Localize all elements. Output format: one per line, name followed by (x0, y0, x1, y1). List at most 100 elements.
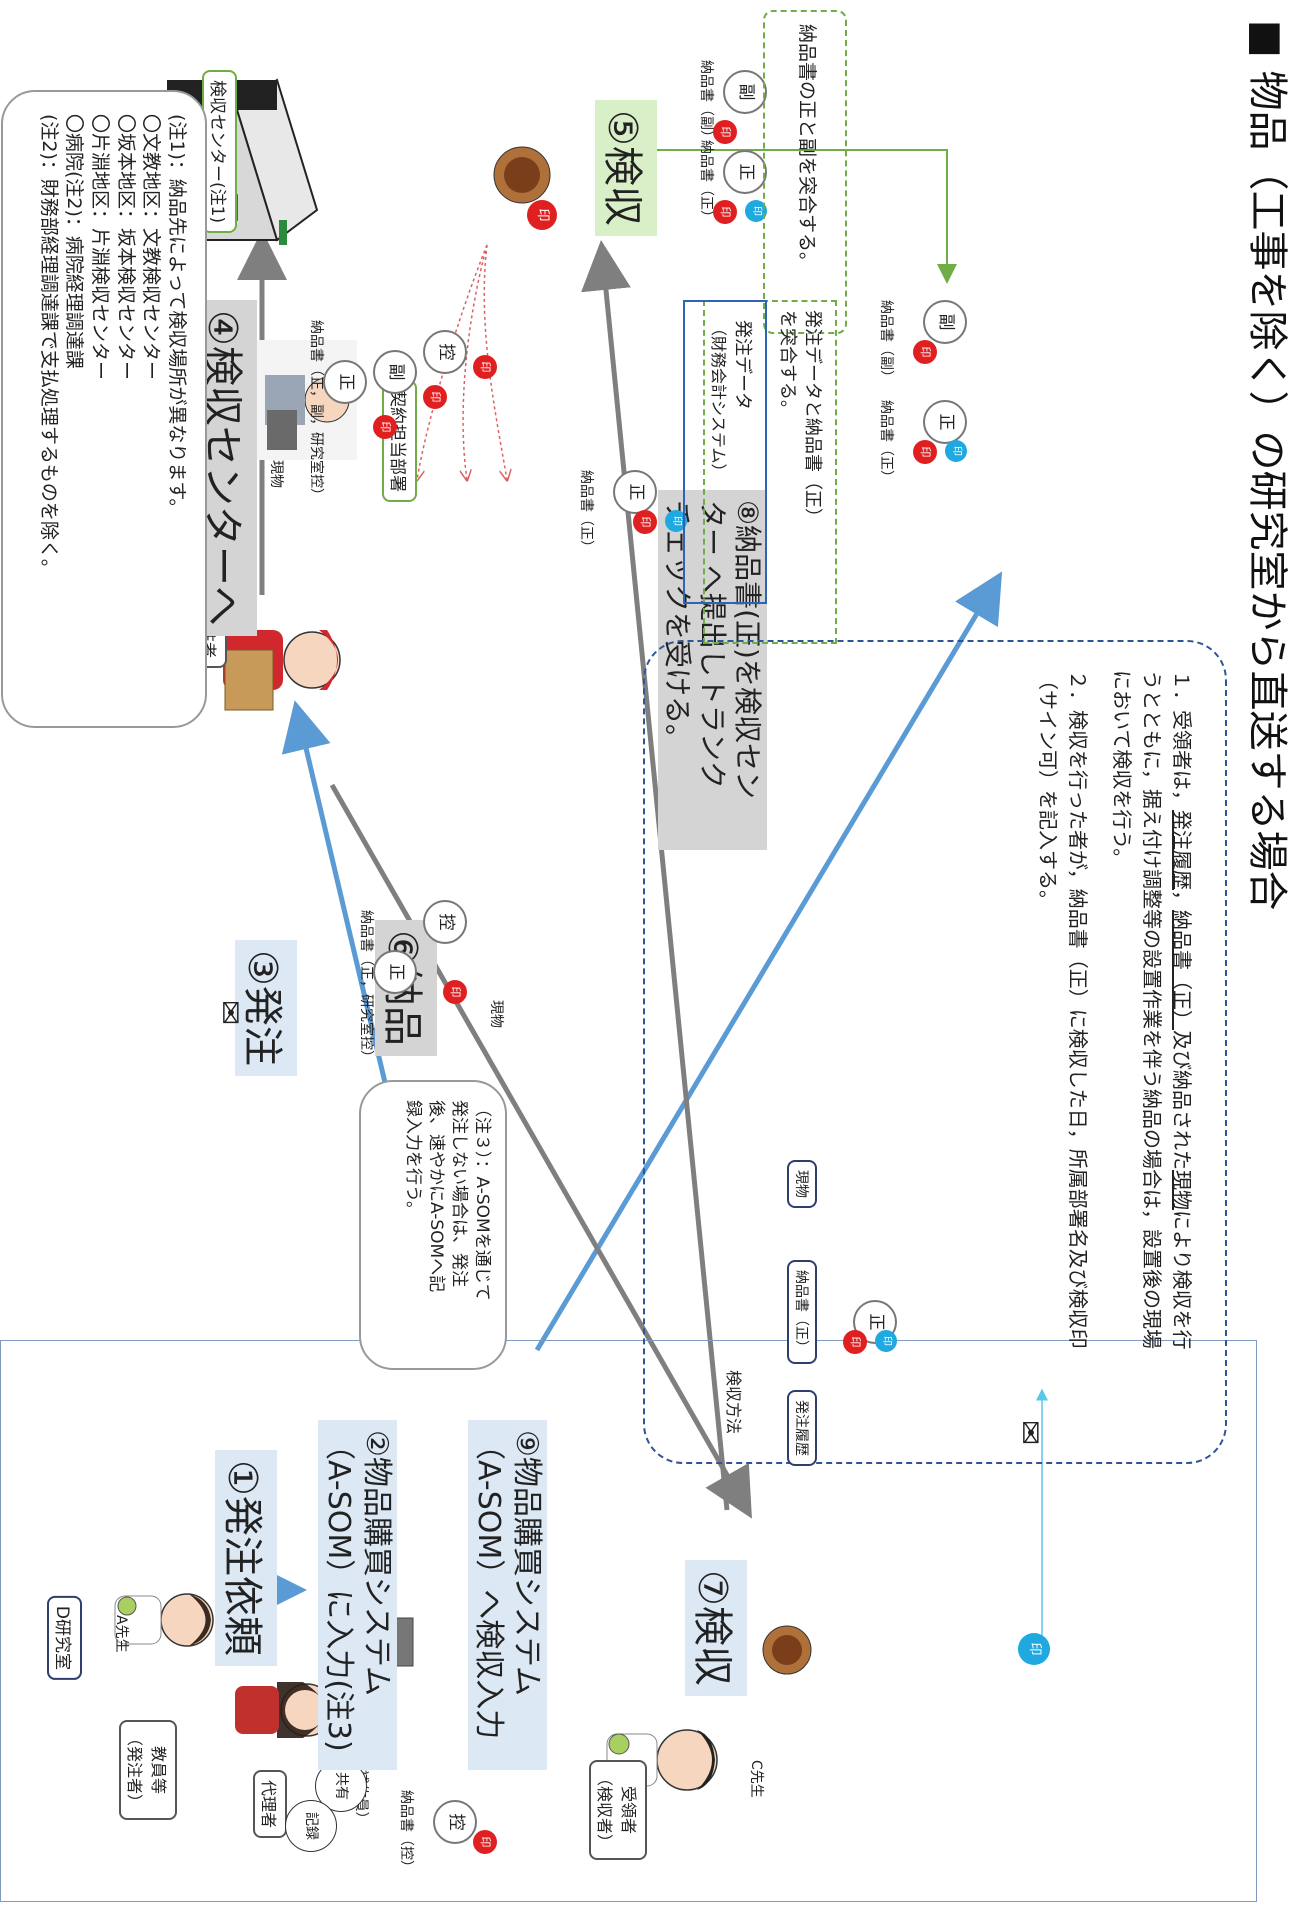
method-tag-item: 現物 (787, 1160, 817, 1208)
step-9-label: ⑨物品購買システム （A-SOM）へ検収入力 (468, 1420, 547, 1770)
doc-item-2: 現物 (488, 1000, 504, 1028)
mark-copy-3: 副 (923, 300, 967, 344)
vendor-figure (207, 595, 357, 725)
method-p1-mid1: ， (1170, 890, 1194, 910)
stamp-red-4: 印 (443, 980, 467, 1004)
method-p1-line2: うとともに，据え付け調整等の設置作業を伴う納品の場合は，設置後の現場 (1140, 670, 1164, 1349)
method-tag-delivery: 納品書（正） (787, 1260, 817, 1364)
note-3-line-3: 後、速やかにA-SOMへ記 (426, 1100, 447, 1293)
stamp-red-11: 印 (843, 1330, 867, 1354)
stamp-red-10: 印 (473, 1830, 497, 1854)
proxy-role-label: 代理者 (253, 1770, 287, 1839)
mark-control-1: 控 (423, 330, 467, 374)
receiver-name: C先生 (748, 1760, 764, 1798)
doc-set-vendor: 納品書（正，副，研究室控） (308, 320, 324, 502)
mark-copy-2: 副 (723, 70, 767, 114)
contract-label: 契約担当部署 (382, 380, 417, 502)
receiver-stamp: 印 (1018, 1633, 1050, 1665)
email-icon-2: ✉ (1012, 1420, 1047, 1446)
mark-control-3: 控 (433, 1800, 477, 1844)
receiver-stamp-icon (753, 1620, 817, 1680)
mark-control-2: 控 (423, 900, 467, 944)
note-3-callout: （注３）：A-SOMを通じて 発注しない場合は、発注 後、速やかにA-SOMへ記… (359, 1080, 507, 1370)
lab-region-label: D研究室 (47, 1595, 82, 1680)
doc-ctrl-left: 納品書（控） (398, 1790, 414, 1874)
step-1-label: ①発注依頼 (215, 1450, 277, 1666)
contract-check-line2: を突合する。 (777, 310, 798, 418)
method-p1-u1: 発注履歴 (1170, 810, 1194, 890)
note-3-line-4: 録入力を行う。 (403, 1100, 424, 1218)
stamp-red-8: 印 (913, 440, 937, 464)
step-2-label: ②物品購買システム （A-SOM）に入力(注3) (318, 1420, 397, 1770)
stamp-red-9: 印 (913, 340, 937, 364)
stamp-blue-3: 印 (945, 440, 967, 462)
note-1-line-6: (注2)：財務部経理調達課で支払処理するものを除く。 (37, 114, 60, 578)
mark-original-2: 正 (373, 950, 417, 994)
email-icon: ✉ (212, 1000, 247, 1026)
doc-set-delivered: 納品書（正，研究室控） (358, 910, 374, 1064)
step-9-line1: ⑨物品購買システム (509, 1430, 544, 1696)
teacher-name: A先生 (113, 1615, 129, 1653)
center-stamp-icon (483, 140, 557, 210)
method-spacer (1093, 670, 1107, 1450)
mark-copy-1: 副 (373, 350, 417, 394)
method-p1-mid2: 及び納品された (1170, 1030, 1194, 1170)
stamp-blue-4: 印 (875, 1330, 897, 1352)
mark-original-3: 正 (613, 470, 657, 514)
stamp-red-2: 印 (423, 385, 447, 409)
step-9-line2: （A-SOM）へ検収入力 (471, 1430, 507, 1740)
teacher-figure (107, 1560, 227, 1680)
method-p1-u3: 現物 (1170, 1170, 1194, 1210)
method-text: １．受領者は，発注履歴，納品書（正）及び納品された現物により検収を行 うとともに… (1033, 670, 1197, 1450)
doc-to-center: 納品書（正） (578, 470, 594, 554)
note-3-line-1: （注３）：A-SOMを通じて (472, 1100, 492, 1301)
finance-line2: （財務会計システム） (709, 320, 728, 480)
mark-original-4: 正 (723, 150, 767, 194)
method-p1-pre: １．受領者は， (1170, 670, 1194, 810)
step-2-line1: ②物品購買システム (359, 1430, 394, 1696)
method-p1-line3: において検収を行う。 (1110, 670, 1134, 869)
teacher-role-label: 教員等 （発注者） (119, 1720, 177, 1821)
arrow-6 (329, 783, 752, 1519)
red-dotted-1 (417, 244, 488, 480)
finance-line1: 発注データ (732, 320, 753, 410)
inspection-center-label: 検収センター(注1) (202, 70, 237, 234)
stamp-red-7: 印 (713, 120, 737, 144)
step-2-line2: （A-SOM）に入力(注3) (321, 1430, 357, 1752)
method-p1-line1: １．受領者は，発注履歴，納品書（正）及び納品された現物により検収を行 (1167, 670, 1197, 1450)
doc-final-main: 納品書（正） (878, 400, 894, 484)
note-3-line-2: 発注しない場合は、発注 (449, 1100, 470, 1287)
note-1-line-4: 〇片淵地区：片淵検収センター (89, 114, 112, 381)
bubble-record: 記録 (285, 1800, 337, 1852)
arrow-9 (534, 571, 1003, 1352)
receiver-role-label: 受領者 （検収者） (589, 1760, 647, 1861)
center-check-text: 納品書の正と副を突合する。 (796, 24, 818, 272)
note-1-callout: (注1)：納品先によって検収場所が異なります。 〇文教地区：文教検収センター 〇… (1, 90, 207, 728)
contract-check-line1: 発注データと納品書（正） (802, 310, 823, 526)
doc-item-1: 現物 (268, 460, 284, 488)
note-1-line-3: 〇坂本地区：坂本検収センター (114, 114, 137, 381)
method-title: 検収方法 (724, 1370, 743, 1435)
stamp-red-1: 印 (373, 415, 397, 439)
arrow-8 (581, 240, 730, 1511)
step-5-label: ⑤検収 (595, 100, 657, 236)
step-7-label: ⑦検収 (685, 1560, 747, 1696)
method-p2-line2: （サイン可）を記入する。 (1036, 670, 1060, 910)
method-p1-post: により検収を行 (1170, 1210, 1194, 1350)
stamp-red-6: 印 (713, 200, 737, 224)
doc-final-sub: 納品書（副） (878, 300, 894, 384)
note-1-line-1: (注1)：納品先によって検収場所が異なります。 (166, 114, 188, 518)
mark-original-5: 正 (923, 400, 967, 444)
note-1-line-5: 〇病院(注2)：病院経理調達課 (63, 114, 86, 369)
stamp-red-3: 印 (473, 355, 497, 379)
stamp-red-5: 印 (633, 510, 657, 534)
red-dotted-2 (463, 244, 488, 480)
method-p1-u2: 納品書（正） (1170, 910, 1194, 1030)
mark-original-1: 正 (323, 360, 367, 404)
note-1-line-2: 〇文教地区：文教検収センター (140, 114, 163, 381)
center-stamp: 印 (527, 200, 557, 230)
method-p2-line1: ２．検収を行った者が，納品書（正）に検収した日，所属部署名及び検収印 (1066, 670, 1090, 1349)
method-tag-history: 発注履歴 (787, 1390, 817, 1466)
